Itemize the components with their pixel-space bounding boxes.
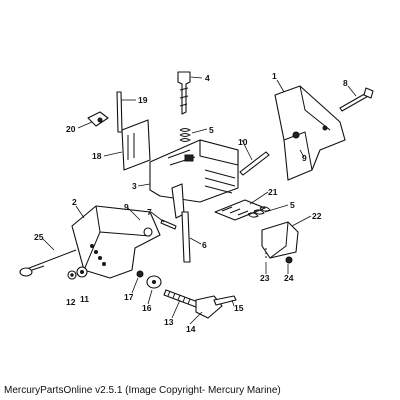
part-13-threaded-shaft[interactable] — [163, 289, 199, 308]
part-16-washer[interactable] — [146, 275, 162, 289]
part-4-latch-lever[interactable] — [177, 71, 191, 115]
callout-3: 3 — [132, 181, 137, 191]
callout-25: 25 — [34, 232, 44, 242]
callout-9-left: 9 — [124, 202, 129, 212]
part-18-bracket-plate[interactable] — [121, 119, 151, 171]
callout-21: 21 — [268, 187, 278, 197]
part-1-clamp-bracket-right[interactable] — [274, 85, 346, 181]
callout-11: 11 — [80, 294, 89, 304]
callout-23: 23 — [260, 273, 270, 283]
part-5-spring-lower[interactable] — [247, 206, 271, 218]
callout-20: 20 — [66, 124, 76, 134]
part-3-swivel-housing[interactable] — [149, 139, 239, 219]
callout-6: 6 — [202, 240, 207, 250]
callout-5-lower: 5 — [290, 200, 295, 210]
part-12-nut[interactable] — [67, 270, 77, 280]
callout-18: 18 — [92, 151, 102, 161]
part-5-spring-upper[interactable] — [179, 128, 191, 142]
callout-2: 2 — [72, 197, 77, 207]
callout-9-right: 9 — [302, 153, 307, 163]
part-17-screw[interactable] — [136, 270, 144, 278]
callout-5-upper: 5 — [209, 125, 214, 135]
part-7-pin[interactable] — [160, 219, 177, 230]
callout-8: 8 — [343, 78, 348, 88]
part-25-cable[interactable] — [19, 249, 77, 277]
part-19-rod[interactable] — [116, 91, 123, 133]
callout-labels: 4 5 19 20 18 3 10 1 8 9 21 5 22 2 9 7 6 … — [34, 71, 348, 334]
callout-10: 10 — [238, 137, 248, 147]
callout-13: 13 — [164, 317, 174, 327]
part-20-clip[interactable] — [87, 111, 109, 127]
callout-leader-lines — [42, 76, 357, 325]
callout-15: 15 — [234, 303, 244, 313]
callout-16: 16 — [142, 303, 152, 313]
callout-4: 4 — [205, 73, 210, 83]
part-2-clamp-bracket-left[interactable] — [71, 205, 161, 279]
callout-17: 17 — [124, 292, 134, 302]
part-6-slide[interactable] — [181, 211, 191, 263]
callout-24: 24 — [284, 273, 294, 283]
copyright-caption: MercuryPartsOnline v2.5.1 (Image Copyrig… — [4, 385, 281, 396]
callout-1: 1 — [272, 71, 277, 81]
part-21-slotted-plate[interactable] — [214, 199, 266, 221]
part-10-pin[interactable] — [239, 151, 270, 176]
part-15-lever-arm[interactable] — [213, 295, 237, 306]
callout-7: 7 — [147, 207, 152, 217]
callout-14: 14 — [186, 324, 196, 334]
part-8-bolt[interactable] — [339, 87, 374, 112]
part-22-cover[interactable] — [261, 221, 299, 259]
part-24-screw[interactable] — [285, 256, 293, 264]
callout-19: 19 — [138, 95, 148, 105]
callout-12: 12 — [66, 297, 76, 307]
callout-22: 22 — [312, 211, 322, 221]
part-11-washer[interactable] — [76, 266, 88, 278]
exploded-parts-diagram: 4 5 19 20 18 3 10 1 8 9 21 5 22 2 9 7 6 … — [19, 71, 374, 334]
